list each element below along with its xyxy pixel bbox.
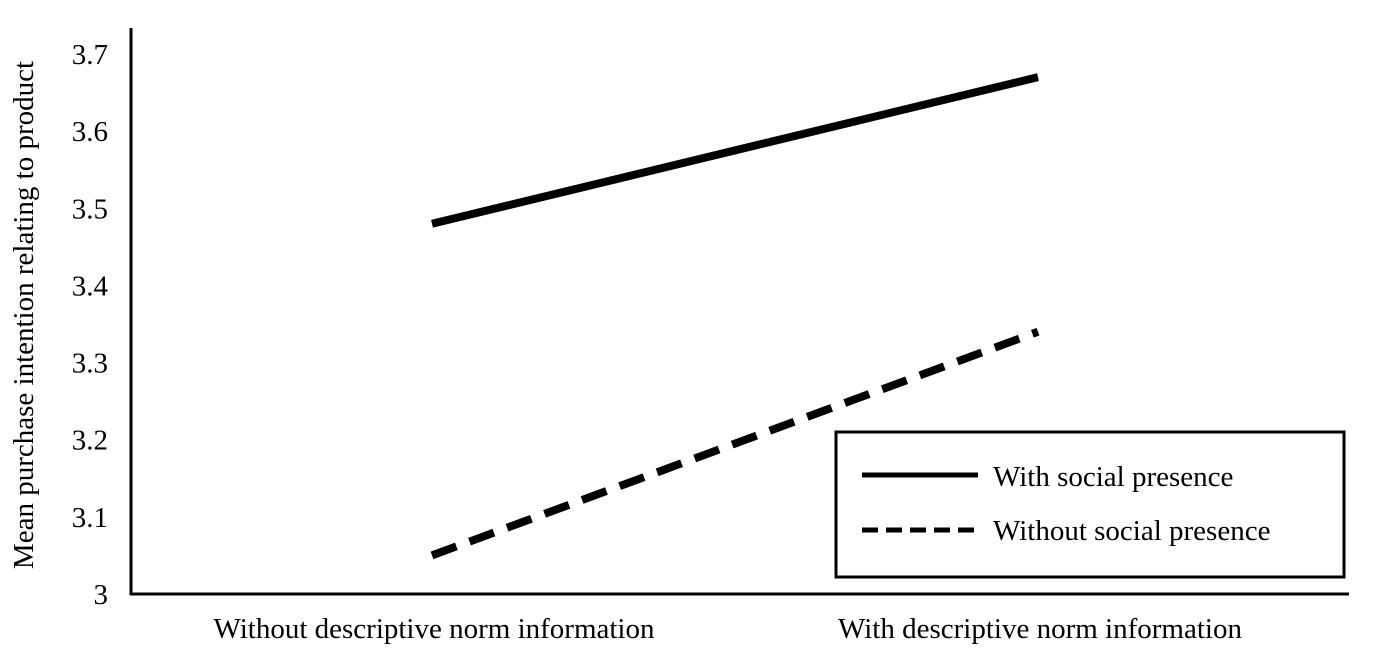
legend-label-without-social-presence: Without social presence xyxy=(993,515,1270,547)
y-tick-label: 3.6 xyxy=(72,116,108,148)
legend-box xyxy=(834,430,1346,579)
axes xyxy=(129,28,1349,596)
series-line-with-social-presence xyxy=(431,73,1039,228)
y-axis-label: Mean purchase intention relating to prod… xyxy=(8,61,40,569)
legend-label-with-social-presence: With social presence xyxy=(993,461,1233,493)
series-line-without-social-presence xyxy=(430,327,1040,560)
y-tick-label: 3 xyxy=(94,579,109,611)
y-tick-label: 3.3 xyxy=(72,348,108,380)
x-tick-label: With descriptive norm information xyxy=(838,613,1242,645)
x-tick-labels: Without descriptive norm information With… xyxy=(214,613,1243,645)
y-tick-label: 3.4 xyxy=(72,270,109,302)
y-tick-label: 3.5 xyxy=(72,193,108,225)
legend: With social presence Without social pres… xyxy=(834,430,1346,579)
y-tick-label: 3.1 xyxy=(72,502,108,534)
y-tick-labels: 3 3.1 3.2 3.3 3.4 3.5 3.6 3.7 xyxy=(72,39,109,611)
y-tick-label: 3.7 xyxy=(72,39,108,71)
x-tick-label: Without descriptive norm information xyxy=(214,613,655,645)
y-tick-label: 3.2 xyxy=(72,425,108,457)
series-lines xyxy=(430,73,1040,560)
